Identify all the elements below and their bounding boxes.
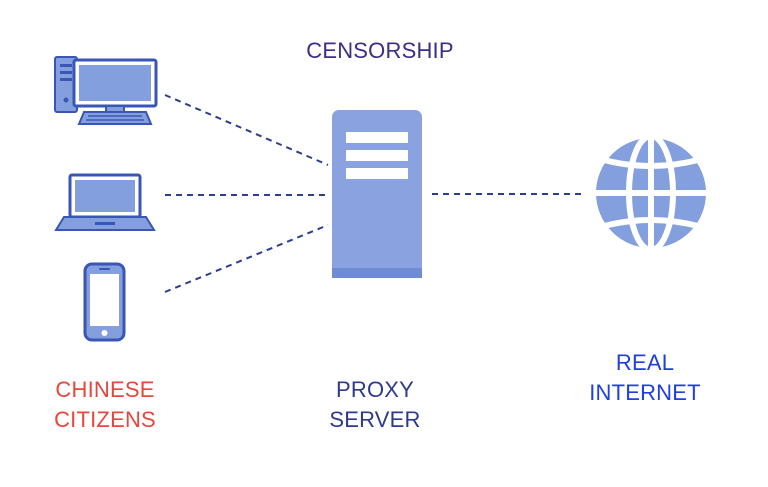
proxy-line-2: SERVER: [329, 407, 421, 432]
internet-line-2: INTERNET: [589, 380, 701, 405]
server-icon: [332, 110, 422, 278]
proxy-server-label: PROXY SERVER: [290, 375, 460, 435]
connection-lines: [164, 94, 582, 293]
smartphone-icon: [83, 262, 126, 342]
laptop-icon: [54, 173, 156, 231]
proxy-line-1: PROXY: [335, 377, 415, 402]
citizens-line-2: CITIZENS: [54, 407, 156, 432]
censorship-label: CENSORSHIP: [270, 36, 490, 66]
globe-icon: [592, 133, 710, 253]
phone-to-proxy-line: [164, 224, 329, 293]
chinese-citizens-label: CHINESE CITIZENS: [20, 375, 190, 435]
real-internet-label: REAL INTERNET: [560, 348, 730, 408]
censorship-text: CENSORSHIP: [306, 38, 454, 63]
internet-line-1: REAL: [615, 350, 675, 375]
desktop-to-proxy-line: [164, 94, 329, 166]
desktop-computer-icon: [54, 56, 158, 125]
citizens-line-1: CHINESE: [55, 377, 155, 402]
